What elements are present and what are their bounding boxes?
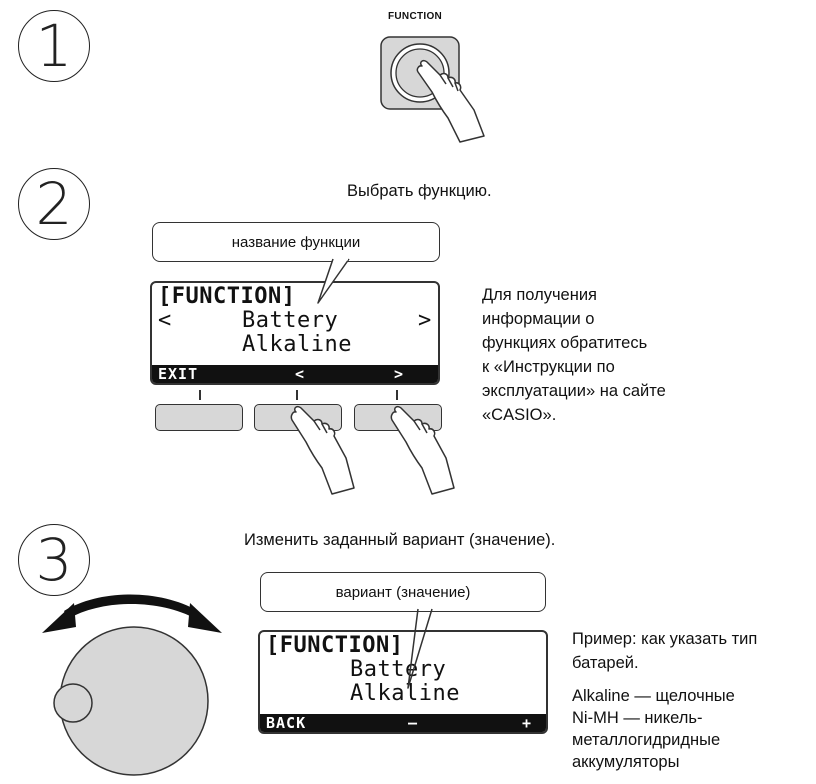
lcd-function-name: Battery: [242, 308, 339, 333]
example-line: Пример: как указать тип: [572, 630, 758, 648]
legend-line: Alkaline — щелочные: [572, 687, 735, 705]
note-line: к «Инструкции по: [482, 358, 615, 376]
step-3-example: Пример: как указать тип батарей.: [572, 627, 757, 675]
lcd-right-arrow: >: [418, 308, 432, 333]
value-callout: вариант (значение): [260, 572, 546, 612]
step-3-instruction: Изменить заданный вариант (значение).: [244, 531, 556, 549]
step-2-instruction: Выбрать функцию.: [347, 182, 492, 200]
step-2-number: 2: [18, 168, 90, 240]
battery-type-legend: Alkaline — щелочные Ni-MH — никель- мета…: [572, 685, 735, 773]
step-2-note: Для получения информации о функциях обра…: [482, 283, 666, 427]
function-button-label: FUNCTION: [388, 11, 443, 22]
softkey-button-1[interactable]: [155, 404, 243, 431]
lcd-softkey-bar: BACK – +: [260, 714, 546, 732]
legend-line: аккумуляторы: [572, 753, 680, 771]
function-button[interactable]: [378, 34, 490, 144]
softkey-tick-3: [396, 390, 398, 400]
dial-knob[interactable]: [30, 575, 235, 784]
softkey-label-next: >: [394, 365, 405, 383]
lcd-function-value: Alkaline: [350, 681, 460, 706]
lcd-softkey-bar: EXIT < >: [152, 365, 438, 383]
softkey-tick-2: [296, 390, 298, 400]
finger-press-icon: [416, 59, 485, 143]
note-line: эксплуатации» на сайте: [482, 382, 666, 400]
note-line: Для получения: [482, 286, 597, 304]
legend-line: металлогидридные: [572, 731, 721, 749]
note-line: информации о: [482, 310, 595, 328]
lcd-display-step3: [FUNCTION] Battery Alkaline BACK – +: [258, 630, 548, 734]
lcd-title: [FUNCTION]: [158, 284, 296, 309]
lcd-title: [FUNCTION]: [266, 633, 404, 658]
finger-press-icon: [290, 405, 355, 495]
note-line: функциях обратитесь: [482, 334, 648, 352]
note-line: «CASIO».: [482, 406, 557, 424]
rotate-arrow-icon: [42, 594, 222, 633]
legend-line: Ni-MH — никель-: [572, 709, 703, 727]
lcd-display-step2: [FUNCTION] < Battery > Alkaline EXIT < >: [150, 281, 440, 385]
step-1-number: 1: [18, 10, 90, 82]
softkey-label-back: BACK: [266, 714, 307, 732]
function-name-callout: название функции: [152, 222, 440, 262]
step-3-number: 3: [18, 524, 90, 596]
softkey-label-plus: +: [522, 714, 533, 732]
softkey-label-exit: EXIT: [158, 365, 199, 383]
lcd-function-name: Battery: [350, 657, 447, 682]
lcd-left-arrow: <: [158, 308, 172, 333]
softkey-label-minus: –: [408, 714, 419, 732]
example-line: батарей.: [572, 654, 639, 672]
softkey-label-prev: <: [295, 365, 306, 383]
finger-press-icon: [390, 405, 455, 495]
lcd-function-value: Alkaline: [242, 332, 352, 357]
softkey-tick-1: [199, 390, 201, 400]
